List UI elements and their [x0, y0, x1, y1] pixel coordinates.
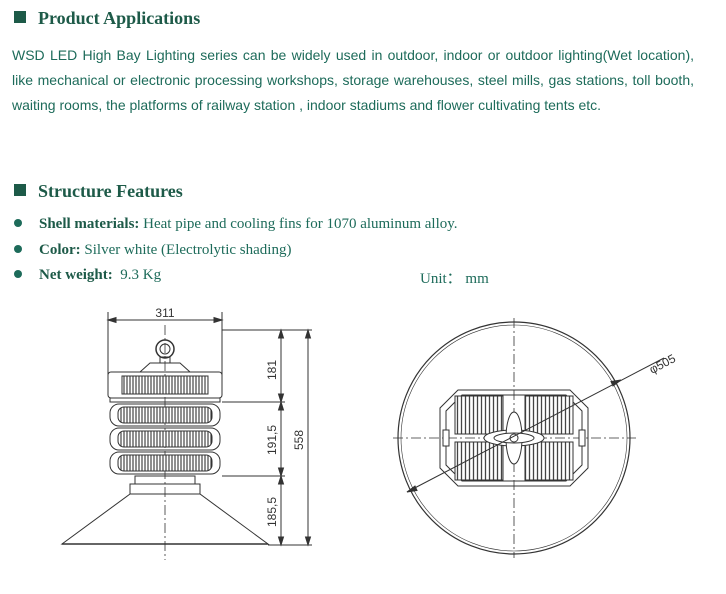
- heading-text: Structure Features: [38, 181, 183, 201]
- feature-color: Color: Silver white (Electrolytic shadin…: [14, 242, 291, 259]
- feature-value: Heat pipe and cooling fins for 1070 alum…: [139, 216, 458, 232]
- side-view-drawing: [60, 312, 312, 560]
- square-bullet-icon: [14, 184, 26, 196]
- round-bullet-icon: [14, 219, 22, 227]
- feature-shell-materials: Shell materials: Heat pipe and cooling f…: [14, 216, 458, 233]
- feature-value: Silver white (Electrolytic shading): [80, 242, 292, 258]
- dimension-bottom-height-label: 185,5: [265, 497, 279, 527]
- fin-stacks: [109, 403, 221, 475]
- unit-label: Unit： mm: [420, 271, 489, 287]
- dimension-total-height-label: 558: [292, 430, 306, 450]
- feature-label: Shell materials:: [39, 216, 140, 232]
- feature-label: Color:: [39, 242, 81, 258]
- dimension-top-height-label: 181: [265, 360, 279, 380]
- dimension-width-label: 311: [155, 306, 174, 320]
- structure-features-heading: Structure Features: [14, 181, 183, 202]
- feature-net-weight: Net weight: 9.3 Kg: [14, 267, 161, 284]
- round-bullet-icon: [14, 270, 22, 278]
- feature-label: Net weight:: [39, 267, 113, 283]
- dimension-mid-height-label: 191,5: [265, 425, 279, 455]
- dimension-diameter-label: φ505: [647, 351, 678, 377]
- top-view-drawing: [393, 318, 665, 558]
- product-applications-heading: Product Applications: [14, 8, 200, 29]
- applications-paragraph: WSD LED High Bay Lighting series can be …: [12, 47, 694, 113]
- heading-text: Product Applications: [38, 8, 201, 28]
- square-bullet-icon: [14, 11, 26, 23]
- round-bullet-icon: [14, 245, 22, 253]
- feature-value: 9.3 Kg: [112, 267, 162, 283]
